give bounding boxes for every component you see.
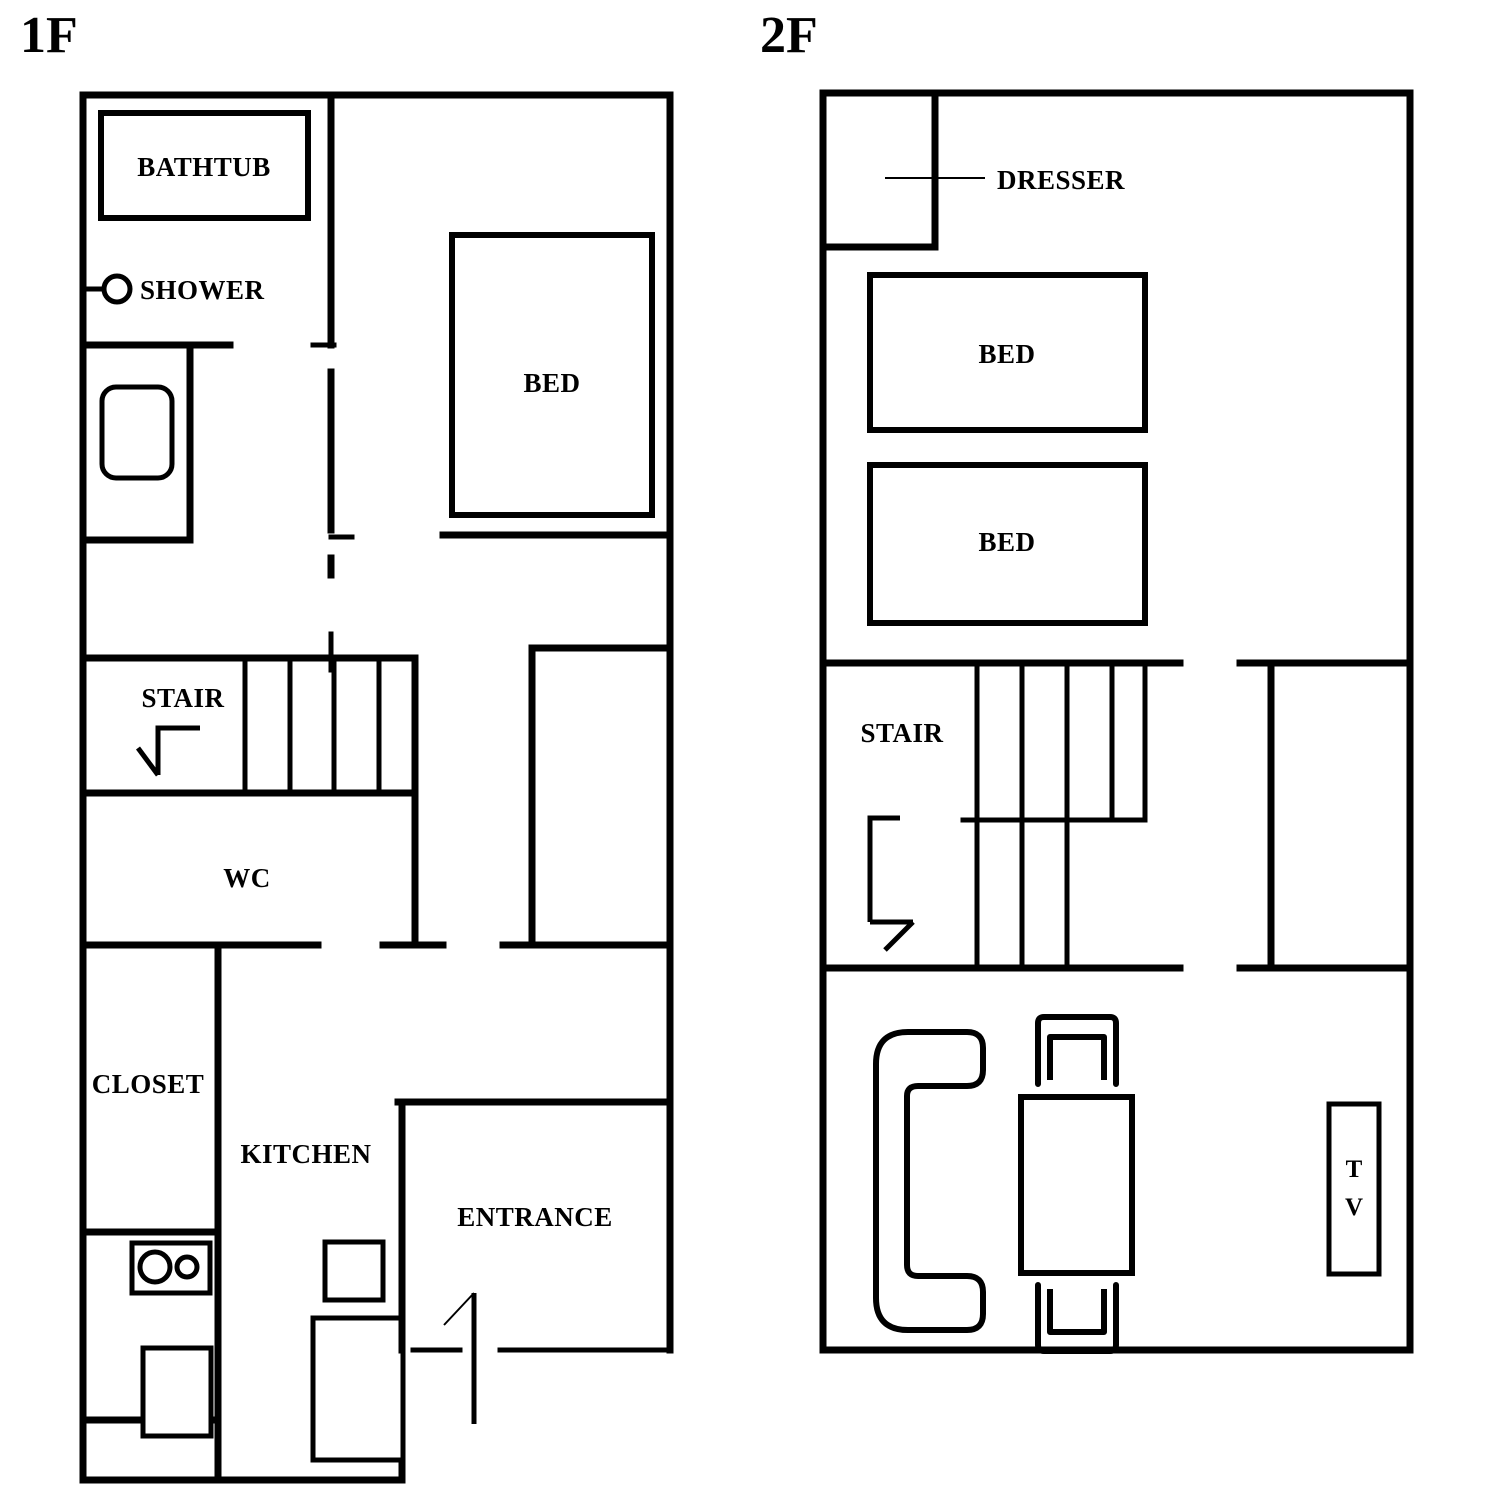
tv-shape: [1326, 1101, 1382, 1277]
stove-burner-large-icon: [137, 1249, 173, 1285]
sofa-shape: [873, 1029, 986, 1333]
floor-1-stair: STAIR: [79, 631, 419, 797]
floor-2-title: 2F: [760, 7, 818, 64]
bed-1f-shape: [449, 232, 655, 518]
floor-1-middle-room: [499, 644, 674, 949]
bed-2f-upper-label: BED: [978, 339, 1035, 369]
dresser-label: DRESSER: [997, 165, 1125, 195]
bed-2f-upper-shape: [867, 272, 1148, 433]
appliance-shape: [140, 1345, 214, 1439]
stair-1f-label: STAIR: [141, 683, 224, 713]
floor-1-bedroom: BED: [439, 232, 674, 539]
chair-top-seat: [1047, 1034, 1107, 1080]
floor-1-closet: CLOSET: [79, 941, 222, 1484]
tv-label-line2: V: [1345, 1194, 1363, 1221]
bed-2f-lower-shape: [867, 462, 1148, 626]
floor-2-beds: BED BED: [867, 272, 1148, 626]
chair-top-frame: [1035, 1014, 1119, 1087]
stair-2f-label: STAIR: [860, 718, 943, 748]
stair-direction-arrow-2f: [867, 815, 900, 922]
entrance-door-swing: [443, 1292, 475, 1326]
stair-arrow-head-2f: [883, 920, 915, 952]
floor-1-bathroom: BATHTUB SHOWER: [82, 91, 355, 579]
chair-bottom-seat: [1047, 1289, 1107, 1335]
table-shape: [1018, 1094, 1135, 1276]
wc-label: WC: [223, 863, 271, 893]
stair-arrow-head-1f: [135, 746, 161, 777]
washbasin-shape: [99, 384, 175, 481]
floor-2-dresser: DRESSER: [819, 89, 1125, 251]
tv-label-line1: T: [1346, 1156, 1363, 1183]
floor-2-living-room: T V: [873, 1014, 1382, 1354]
bed-1f-label: BED: [523, 368, 580, 398]
shower-icon: [101, 273, 133, 305]
stove-burner-small-icon: [174, 1254, 200, 1280]
kitchen-counter-shape: [310, 1315, 406, 1463]
kitchen-label: KITCHEN: [240, 1139, 371, 1169]
bathtub-shape: [98, 110, 311, 221]
floor-1-kitchen: KITCHEN: [240, 1139, 406, 1463]
closet-label: CLOSET: [92, 1069, 205, 1099]
floor-1-wc: WC: [79, 789, 447, 949]
bathtub-label: BATHTUB: [137, 152, 271, 182]
floor-1-washroom: [79, 341, 234, 544]
entrance-label: ENTRANCE: [457, 1202, 613, 1232]
floor-1-title: 1F: [20, 7, 78, 64]
chair-bottom-frame: [1035, 1282, 1119, 1354]
shower-label: SHOWER: [140, 275, 265, 305]
floor-2-stair: STAIR: [819, 659, 1414, 972]
kitchen-cabinet-shape: [322, 1239, 386, 1303]
floor-1-entrance: ENTRANCE: [394, 1098, 674, 1424]
stair-direction-arrow-1f: [155, 725, 200, 775]
bed-2f-lower-label: BED: [978, 527, 1035, 557]
